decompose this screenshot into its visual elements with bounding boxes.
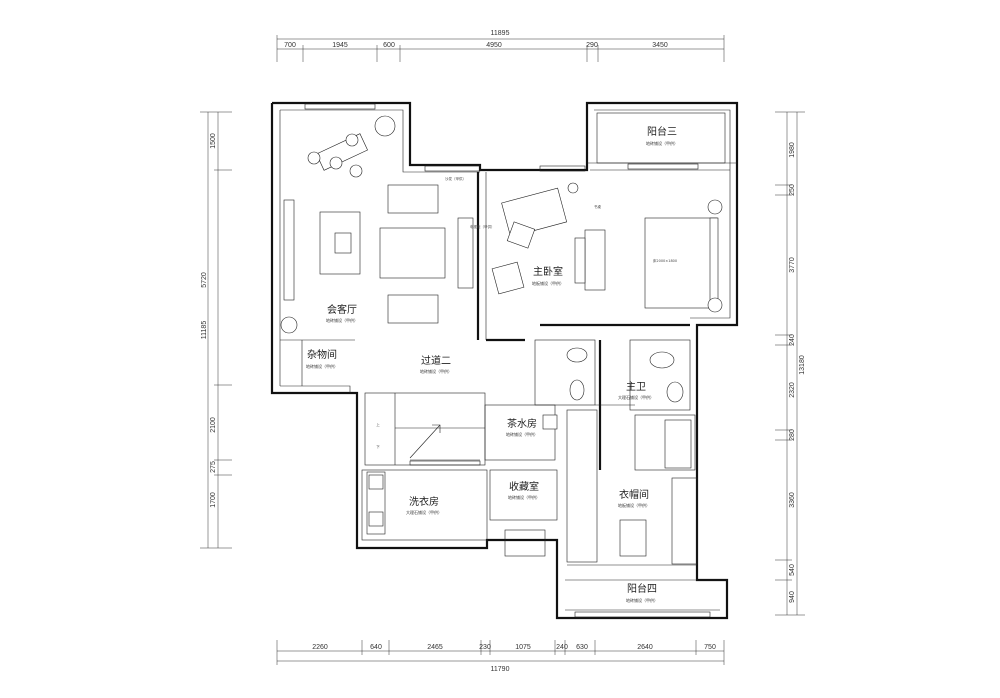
balcony-three-floor: 地砖铺设（甲供） (646, 140, 678, 146)
left-sub-dim: 5720 (201, 272, 208, 288)
laundry-floor: 大理石铺设（甲供） (406, 509, 442, 515)
right-dim-4: 2320 (789, 382, 796, 398)
right-dim-7: 540 (789, 564, 796, 576)
bottom-dim-5: 1075 (515, 644, 531, 651)
bottom-dim-7: 630 (576, 644, 588, 651)
laundry-label: 洗衣房 (409, 495, 439, 508)
balcony-four-floor: 地砖铺设（甲供） (626, 597, 658, 603)
right-dimensions: 13180 3770 1980 250 240 2320 280 3360 54… (775, 111, 806, 616)
bottom-dim-3: 2465 (427, 644, 443, 651)
left-dim-4: 1700 (210, 492, 217, 508)
bottom-dim-2: 640 (370, 644, 382, 651)
room-labels: 会客厅 地砖铺设（甲供） 杂物间 地砖铺设（甲供） 过道二 地砖铺设（甲供） 主… (306, 125, 678, 603)
collection-label: 收藏室 (509, 480, 539, 493)
master-bedroom-floor: 地板铺设（甲供） (532, 280, 564, 286)
bed-label: 床2000×1800 (653, 258, 677, 263)
master-bath-floor: 大理石铺设（甲供） (618, 394, 654, 400)
left-dim-1: 1500 (210, 133, 217, 149)
right-dim-2: 250 (789, 184, 796, 196)
closet-label: 衣帽间 (619, 488, 649, 501)
right-dim-6: 3360 (789, 492, 796, 508)
bottom-dim-9: 750 (704, 644, 716, 651)
closet-floor: 地板铺设（甲供） (618, 502, 650, 508)
master-bath-label: 主卫 (626, 381, 646, 393)
bottom-dim-4: 230 (479, 644, 491, 651)
right-total-dim: 13180 (799, 355, 806, 375)
right-dim-5: 280 (789, 429, 796, 441)
left-total-dim: 11185 (201, 321, 208, 340)
left-dimensions: 11185 5720 1500 2100 275 1700 (200, 111, 232, 549)
right-upper-dim: 3770 (789, 257, 796, 273)
storage-label: 杂物间 (307, 348, 337, 361)
right-dim-3: 240 (789, 334, 796, 346)
left-dim-3: 275 (210, 461, 217, 473)
sofa-note: 沙发（甲供） (445, 176, 466, 181)
bottom-dim-6: 240 (556, 644, 568, 651)
balcony-three-label: 阳台三 (647, 125, 677, 138)
left-dim-2: 2100 (210, 417, 217, 433)
tea-room-floor: 地砖铺设（甲供） (506, 431, 538, 437)
corridor-label: 过道二 (421, 354, 451, 367)
bottom-total-dim: 11790 (491, 666, 510, 673)
tv-cabinet-note: 电视柜（甲供） (470, 224, 495, 229)
storage-floor: 地砖铺设（甲供） (306, 363, 338, 369)
top-dim-6: 3450 (652, 42, 668, 49)
collection-floor: 地砖铺设（甲供） (508, 494, 540, 500)
stairs-up-label: 上 (376, 422, 380, 427)
master-bedroom-label: 主卧室 (533, 265, 563, 278)
right-dim-8: 940 (789, 591, 796, 603)
furniture (280, 115, 723, 557)
top-dim-3: 600 (383, 42, 395, 49)
corridor-floor: 地砖铺设（甲供） (420, 368, 452, 374)
top-dim-1: 700 (284, 42, 296, 49)
top-dimensions: 11895 700 1945 600 4950 290 3450 (276, 30, 725, 62)
balcony-four-label: 阳台四 (627, 582, 657, 595)
top-dim-2: 1945 (332, 42, 348, 49)
reception-label: 会客厅 (327, 303, 357, 316)
desk-label: 书桌 (594, 204, 602, 209)
tea-room-label: 茶水房 (507, 417, 537, 430)
windows (304, 103, 711, 618)
bottom-dimensions: 2260 640 2465 230 1075 240 630 2640 750 … (276, 640, 725, 673)
bottom-dim-8: 2640 (637, 644, 653, 651)
right-dim-1: 1980 (789, 142, 796, 158)
bottom-dim-1: 2260 (312, 644, 328, 651)
top-dim-5: 290 (586, 42, 598, 49)
top-total-dim: 11895 (491, 30, 510, 37)
reception-floor: 地砖铺设（甲供） (326, 317, 358, 323)
top-dim-4: 4950 (486, 42, 502, 49)
stairs-down-label: 下 (376, 445, 380, 449)
